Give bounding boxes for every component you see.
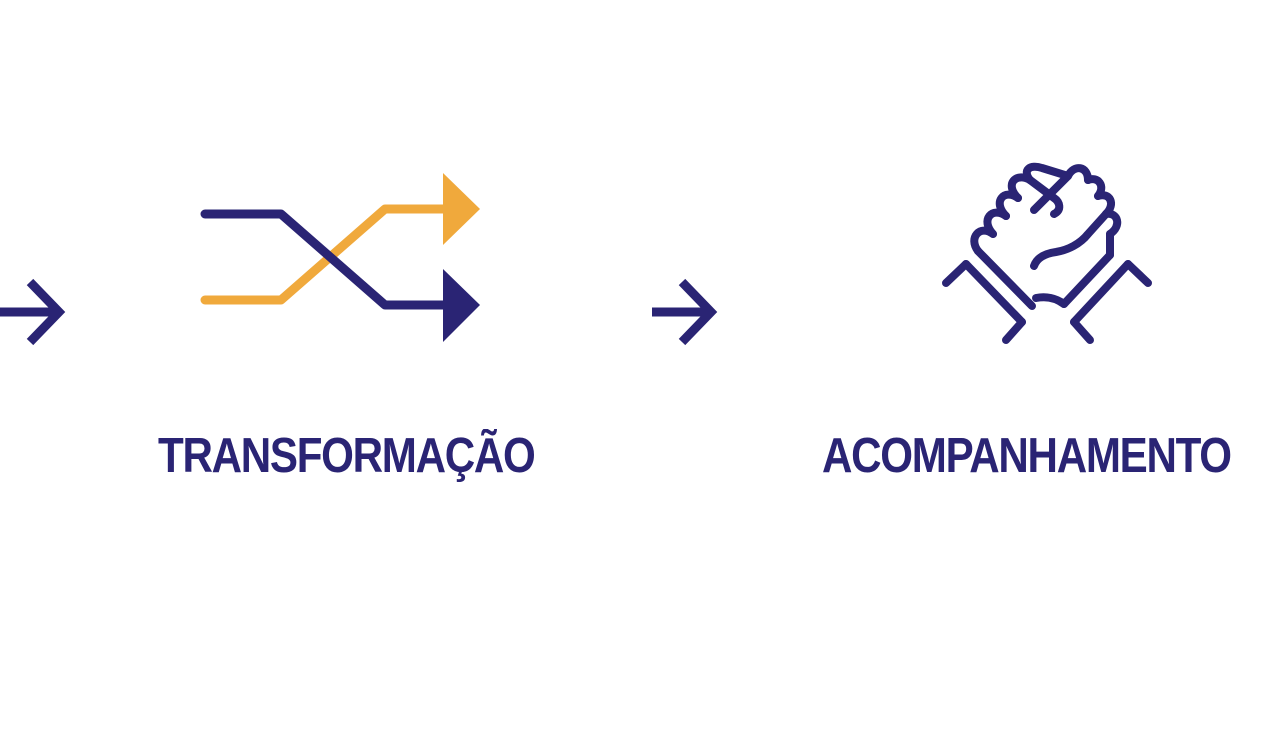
arrow-right-icon — [0, 278, 66, 346]
arrow-right-icon — [652, 278, 718, 346]
shuffle-arrows-icon — [200, 173, 480, 342]
step-label-acompanhamento: ACOMPANHAMENTO — [822, 429, 1232, 483]
handshake-clasp-icon — [942, 162, 1152, 344]
step-label-transformacao: TRANSFORMAÇÃO — [158, 429, 536, 483]
